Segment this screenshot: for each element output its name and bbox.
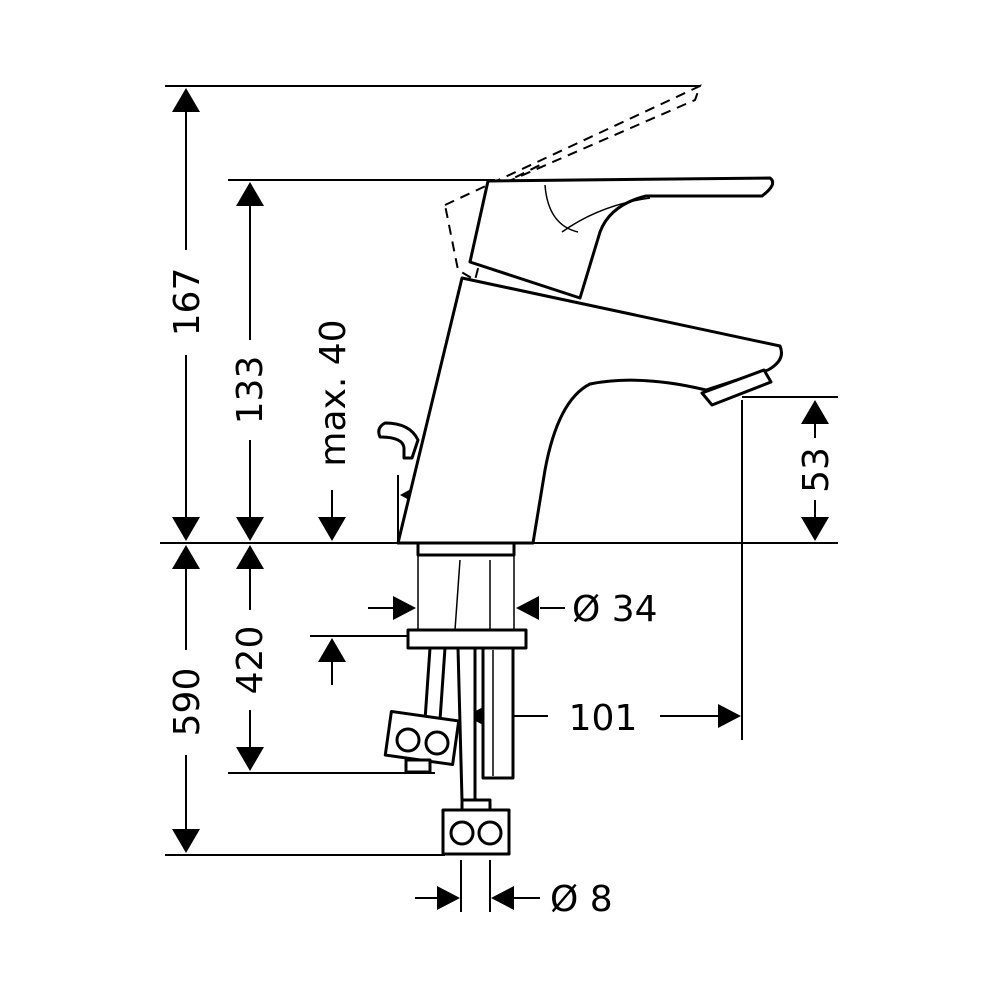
faucet-body [377,176,783,557]
dimension-167-label: 167 [167,268,208,337]
supply-hose-left [423,646,447,722]
supply-hose-center [456,646,477,802]
dimension-167: 167 [167,88,208,541]
dimension-max-40: max. 40 [313,319,354,541]
dimension-133: 133 [230,182,271,541]
dimension-max-40-label: max. 40 [313,319,354,466]
popup-rod [377,421,420,460]
faucet-spout [396,276,783,545]
dimension-diameter-34: Ø 34 [368,589,658,630]
clamp-plate [406,628,528,650]
dimension-diameter-8: Ø 8 [415,860,613,920]
dimension-420-label: 420 [230,626,271,695]
dimension-53-label: 53 [796,447,837,493]
dimension-diameter-34-label: Ø 34 [572,589,658,630]
dimension-diameter-8-label: Ø 8 [550,879,613,920]
plate-dimension-arrow [318,638,346,685]
dimension-420: 420 [230,545,271,771]
dimension-53: 53 [796,400,837,541]
dimension-590: 590 [167,545,208,853]
threaded-stud [481,646,515,780]
dimension-101: 101 [466,698,741,739]
dimension-133-label: 133 [230,356,271,425]
base-ring [416,541,516,557]
dimension-101-label: 101 [569,698,638,739]
lever-handle [468,176,775,300]
mounting-parts [383,555,528,856]
dimension-590-label: 590 [167,668,208,737]
aerator [700,368,773,407]
